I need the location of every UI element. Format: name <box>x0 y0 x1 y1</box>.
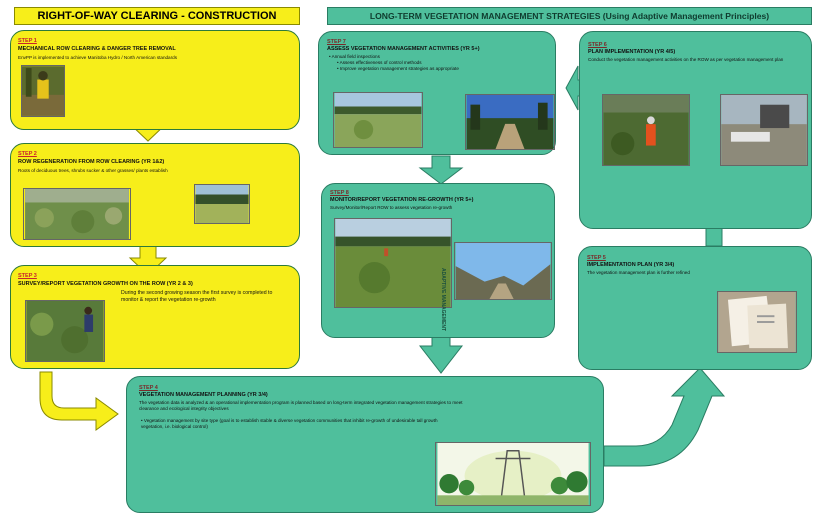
step6-photo-left <box>602 94 690 166</box>
step4-box: STEP 4 VEGETATION MANAGEMENT PLANNING (Y… <box>126 376 604 513</box>
step4-text: The vegetation data is analyzed & an ope… <box>139 400 463 411</box>
step5-title: IMPLEMENTATION PLAN (YR 3/4) <box>587 262 675 268</box>
step4-title: VEGETATION MANAGEMENT PLANNING (YR 3/4) <box>139 392 268 398</box>
step8-title: MONITOR/REPORT VEGETATION RE-GROWTH (YR … <box>330 197 474 203</box>
step8-label: STEP 8 <box>330 190 349 196</box>
step5-text: The vegetation management plan is furthe… <box>587 270 690 275</box>
adaptive-management-label: ADAPTIVE MANAGEMENT <box>440 268 446 332</box>
step8-box: STEP 8 MONITOR/REPORT VEGETATION RE-GROW… <box>321 183 555 338</box>
step4-illustration <box>435 442 591 506</box>
arrow-step7-to-step8 <box>418 155 464 185</box>
step3-box: STEP 3 SURVEY/REPORT VEGETATION GROWTH O… <box>10 265 300 369</box>
step5-label: STEP 5 <box>587 255 606 261</box>
left-banner: RIGHT-OF-WAY CLEARING - CONSTRUCTION <box>14 7 300 25</box>
step6-label: STEP 6 <box>588 42 607 48</box>
step1-box: STEP 1 MECHANICAL ROW CLEARING & DANGER … <box>10 30 300 130</box>
step7-photo-right <box>465 94 555 150</box>
step4-bullet-text: Vegetation management by site type (goal… <box>141 418 438 429</box>
right-banner-text: LONG-TERM VEGETATION MANAGEMENT STRATEGI… <box>369 11 770 21</box>
step2-label: STEP 2 <box>18 151 37 157</box>
step3-text: During the second growing season the fir… <box>121 290 273 303</box>
step2-title: ROW REGENERATION FROM ROW CLEARING (YR 1… <box>18 159 165 165</box>
arrow-step4-to-step5 <box>603 367 726 467</box>
step7-sub1-text: Assess effectiveness of control methods <box>339 60 422 65</box>
step7-sub2-text: Improve vegetation management strategies… <box>339 66 459 71</box>
step4-label: STEP 4 <box>139 385 158 391</box>
step5-box: STEP 5 IMPLEMENTATION PLAN (YR 3/4) The … <box>578 246 812 370</box>
step7-title: ASSESS VEGETATION MANAGEMENT ACTIVITIES … <box>327 46 480 52</box>
step8-photo-right <box>454 242 552 300</box>
step3-label: STEP 3 <box>18 273 37 279</box>
step4-bullet: • Vegetation management by site type (go… <box>141 418 438 429</box>
step7-bullet1-text: Annual field inspections <box>331 54 380 59</box>
step2-photo-left <box>23 188 131 240</box>
step1-title: MECHANICAL ROW CLEARING & DANGER TREE RE… <box>18 46 176 52</box>
step7-photo-left <box>333 92 423 148</box>
step3-title: SURVEY/REPORT VEGETATION GROWTH ON THE R… <box>18 281 193 287</box>
step1-text: EnvPP is implemented to achieve Manitoba… <box>18 55 177 60</box>
step1-label: STEP 1 <box>18 38 37 44</box>
step6-photo-right <box>720 94 808 166</box>
step7-bullet1: • Annual field inspections <box>329 54 380 59</box>
step1-photo <box>21 65 65 117</box>
step6-title: PLAN IMPLEMENTATION (YR 4/5) <box>588 49 676 55</box>
step8-photo-left <box>334 218 452 308</box>
step6-text: Conduct the vegetation management activi… <box>588 57 784 62</box>
step5-photo <box>717 291 797 353</box>
step8-text: Survey/Monitor/Report ROW to assess vege… <box>330 205 453 210</box>
step3-photo <box>25 300 105 362</box>
step7-box: STEP 7 ASSESS VEGETATION MANAGEMENT ACTI… <box>318 31 556 155</box>
right-banner: LONG-TERM VEGETATION MANAGEMENT STRATEGI… <box>327 7 812 25</box>
step7-label: STEP 7 <box>327 39 346 45</box>
step6-box: STEP 6 PLAN IMPLEMENTATION (YR 4/5) Cond… <box>579 31 812 229</box>
arrow-step3-to-step4 <box>39 371 119 431</box>
step7-sub1: • Assess effectiveness of control method… <box>337 60 422 65</box>
step2-text: Roots of deciduous trees, shrubs sucker … <box>18 168 168 173</box>
step2-box: STEP 2 ROW REGENERATION FROM ROW CLEARIN… <box>10 143 300 247</box>
step7-sub2: • Improve vegetation management strategi… <box>337 66 459 71</box>
left-banner-text: RIGHT-OF-WAY CLEARING - CONSTRUCTION <box>37 10 277 22</box>
step2-photo-right <box>194 184 250 224</box>
